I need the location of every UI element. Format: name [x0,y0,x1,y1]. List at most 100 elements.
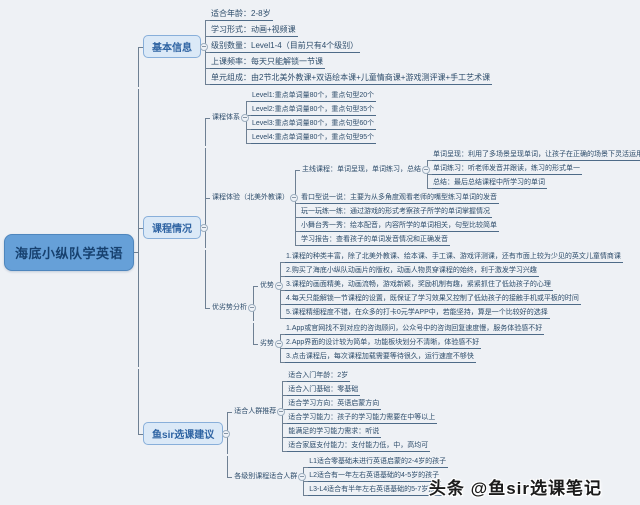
leaf-topic[interactable]: 能满足的学习能力需求：听说 [287,427,382,438]
leaf-topic[interactable]: 2.购买了海底小纵队动画片的版权，动画人物贯穿课程的始终，利于激发学习兴趣 [285,266,539,277]
branch: 适合学习方向：英语启蒙方向 [282,396,437,412]
sub-topic[interactable]: 优劣势分析 [212,303,248,311]
branch: 课程体验（北美外教课） 主线课程：单词呈现，单词练习，总结 单词呈现：利用了多场景呈… [205,147,640,248]
leaf-topic[interactable]: Level3:重点单词量80个，重点句型60个 [251,119,377,130]
branch-connector [134,248,140,257]
branch: L2适合有一年左右英语基础的4-5岁的孩子 [303,468,448,484]
leaf-topic[interactable]: 总结：最后总结课程中所学习的单词 [432,178,548,189]
collapse-icon[interactable] [200,224,209,232]
branch-connector [290,193,299,202]
collapse-icon[interactable] [200,43,209,51]
leaf-topic[interactable]: 适合年龄：2-8岁 [210,8,273,21]
branch-connector [248,303,257,312]
leaf-topic[interactable]: 3.课程的画面精美，动画流畅，游戏新颖，奖励机制有趣，紧紧抓住了低幼孩子的心理 [285,280,553,291]
leaf-topic[interactable]: 5.课程精细程度不错，在众多的打卡0元学APP中，若能坚持，算是一个比较好的选择 [285,308,550,319]
leaf-topic[interactable]: 4.每天只能解锁一节课程的设置，既保证了学习效果又控制了低幼孩子的接触手机或平板… [285,294,581,305]
branch-connector [241,113,250,122]
collapse-icon[interactable] [275,340,284,348]
leaf-topic[interactable]: 2.App界面的设计较为简单，功能板块划分不清晰，体验感不好 [285,338,482,349]
main-topic[interactable]: 鱼sir选课建议 [143,422,224,445]
branch: 2.App界面的设计较为简单，功能板块划分不清晰，体验感不好 [280,335,544,351]
sub-topic[interactable]: 课程体系 [212,113,241,121]
leaf-topic[interactable]: 单元组成：由2节北美外教课+双语绘本课+儿童情商课+游戏测评课+手工艺术课 [210,72,493,85]
branch: 2.购买了海底小纵队动画片的版权，动画人物贯穿课程的始终，利于激发学习兴趣 [280,263,623,279]
branch: 单词呈现：利用了多场景呈现单词，让孩子在正确的场景下灵活运用 [427,149,640,163]
branch: L1适合零基础未进行英语启蒙的2-4岁的孩子 [303,456,449,470]
collapse-icon[interactable] [275,282,284,290]
branch: 单词练习：听老师发音并跟读，练习的形式单一 [427,161,640,177]
leaf-topic[interactable]: 学习形式：动画+视频课 [210,24,298,37]
leaf-topic[interactable]: 1.课程的种类丰富，除了北美外教课、绘本课、手工课、游戏评测课，还有市面上较为少… [285,252,623,263]
collapse-icon[interactable] [298,473,307,481]
main-topic[interactable]: 基本信息 [143,35,202,58]
leaf-topic[interactable]: 3.点击课程后，每次课程加载需要等待很久，运行速度不够快 [285,352,476,363]
sub-topic[interactable]: 课程体验（北美外教课） [212,193,290,201]
leaf-topic[interactable]: 适合学习能力：孩子的学习能力需要在中等以上 [287,413,438,424]
sub-topic[interactable]: 适合人群推荐 [234,407,277,415]
branch-connector [222,429,231,438]
collapse-icon[interactable] [222,430,231,438]
leaf-topic[interactable]: 看口型说一说：主要为从多角度观看老师的嘴型练习单词的发音 [300,193,500,204]
branch: 小舞台秀一秀：绘本配音，内容所学的单词相关，句型比较简单 [295,218,640,234]
branch: 单元组成：由2节北美外教课+双语绘本课+儿童情商课+游戏测评课+手工艺术课 [205,69,493,87]
leaf-topic[interactable]: Level2:重点单词量80个，重点句型35个 [251,105,377,116]
leaf-topic[interactable]: 玩一玩练一练：通过游戏的形式考察孩子所学的单词掌握情况 [300,207,493,218]
children-group: 主线课程：单词呈现，单词练习，总结 单词呈现：利用了多场景呈现单词，让孩子在正确的… [295,148,640,248]
branch: Level2:重点单词量80个，重点句型35个 [246,102,377,118]
branch: 鱼sir选课建议 适合人群推荐 适合入门年龄：2岁适合入门基础：零基础适合学习方向：… [138,368,640,499]
branch-connector [422,165,431,174]
leaf-topic[interactable]: Level4:重点单词量80个，重点句型95个 [251,133,377,144]
collapse-icon[interactable] [290,194,299,202]
leaf-topic[interactable]: 单词呈现：利用了多场景呈现单词，让孩子在正确的场景下灵活运用 [432,150,640,161]
branch: 看口型说一说：主要为从多角度观看老师的嘴型练习单词的发音 [295,190,640,206]
branch: 优势 1.课程的种类丰富，除了北美外教课、绘本课、手工课、游戏评测课，还有市面上较… [253,251,623,321]
sub-topic[interactable]: 优势 [260,281,275,289]
leaf-topic[interactable]: 适合家庭支付能力：支付能力低，中，高均可 [287,441,431,452]
collapse-icon[interactable] [248,304,257,312]
mindmap: 海底小纵队学英语 基本信息 适合年龄：2-8岁学习形式：动画+视频课级别数量：Lev… [4,0,640,505]
branch: 上课频率：每天只能解锁一节课 [205,53,492,71]
branch: 适合家庭支付能力：支付能力低，中，高均可 [282,438,437,454]
branch: 1.App或官网找不到对应的咨询顾问，公众号中的咨询回复速度慢，服务体验感不好 [280,323,545,337]
children-group: 基本信息 适合年龄：2-8岁学习形式：动画+视频课级别数量：Level1-4（目前… [138,6,640,500]
leaf-topic[interactable]: L1适合零基础未进行英语启蒙的2-4岁的孩子 [308,457,449,468]
sub-topic[interactable]: 劣势 [260,339,275,347]
collapse-icon[interactable] [241,114,250,122]
branch: 学习形式：动画+视频课 [205,21,492,39]
leaf-topic[interactable]: 级别数量：Level1-4（目前只有4个级别） [210,40,361,53]
branch: 劣势 1.App或官网找不到对应的咨询顾问，公众号中的咨询回复速度慢，服务体验感不… [253,322,623,365]
children-group: 适合人群推荐 适合入门年龄：2岁适合入门基础：零基础适合学习方向：英语启蒙方向适合… [227,369,449,499]
main-topic[interactable]: 课程情况 [143,216,202,239]
sub-topic[interactable]: 主线课程：单词呈现，单词练习，总结 [302,165,422,173]
collapse-icon[interactable] [277,408,286,416]
root-topic[interactable]: 海底小纵队学英语 [4,234,135,271]
leaf-topic[interactable]: 适合学习方向：英语启蒙方向 [287,399,382,410]
branch: 主线课程：单词呈现，单词练习，总结 单词呈现：利用了多场景呈现单词，让孩子在正确的… [295,149,640,191]
leaf-topic[interactable]: 学习报告：查看孩子的单词发音情况和正确发音 [300,235,451,246]
collapse-icon[interactable] [422,166,431,174]
leaf-topic[interactable]: 上课频率：每天只能解锁一节课 [210,56,326,69]
branch: 课程体系 Level1:重点单词量80个，重点句型20个 Level2:重点单词量8… [205,90,640,146]
branch: 适合年龄：2-8岁 [205,7,492,23]
leaf-topic[interactable]: 单词练习：听老师发音并跟读，练习的形式单一 [432,164,583,175]
leaf-topic[interactable]: 小舞台秀一秀：绘本配音，内容所学的单词相关，句型比较简单 [300,221,500,232]
branch: 各级别课程适合人群 L1适合零基础未进行英语启蒙的2-4岁的孩子 L2适合有一年左右… [227,455,449,498]
branch: 1.课程的种类丰富，除了北美外教课、绘本课、手工课、游戏评测课，还有市面上较为少… [280,251,623,265]
leaf-topic[interactable]: Level1:重点单词量80个，重点句型20个 [251,91,377,102]
branch: 总结：最后总结课程中所学习的单词 [427,175,640,191]
branch-connector [275,281,284,290]
leaf-topic[interactable]: L2适合有一年左右英语基础的4-5岁的孩子 [308,471,442,482]
branch: 适合入门年龄：2岁 [282,370,437,384]
sub-topic[interactable]: 各级别课程适合人群 [234,472,298,480]
leaf-topic[interactable]: L3-L4适合有半年左右英语基础的5-7岁孩子 [308,485,445,496]
leaf-topic[interactable]: 适合入门年龄：2岁 [287,371,351,382]
leaf-topic[interactable]: 适合入门基础：零基础 [287,385,361,396]
branch: 3.课程的画面精美，动画流畅，游戏新颖，奖励机制有趣，紧紧抓住了低幼孩子的心理 [280,277,623,293]
children-group: 1.课程的种类丰富，除了北美外教课、绘本课、手工课、游戏评测课，还有市面上较为少… [280,251,623,321]
leaf-topic[interactable]: 1.App或官网找不到对应的咨询顾问，公众号中的咨询回复速度慢，服务体验感不好 [285,324,545,335]
branch: 4.每天只能解锁一节课程的设置，既保证了学习效果又控制了低幼孩子的接触手机或平板… [280,291,623,307]
branch-connector [200,223,209,232]
branch: 3.点击课程后，每次课程加载需要等待很久，运行速度不够快 [280,349,544,365]
branch: Level1:重点单词量80个，重点句型20个 [246,90,377,104]
